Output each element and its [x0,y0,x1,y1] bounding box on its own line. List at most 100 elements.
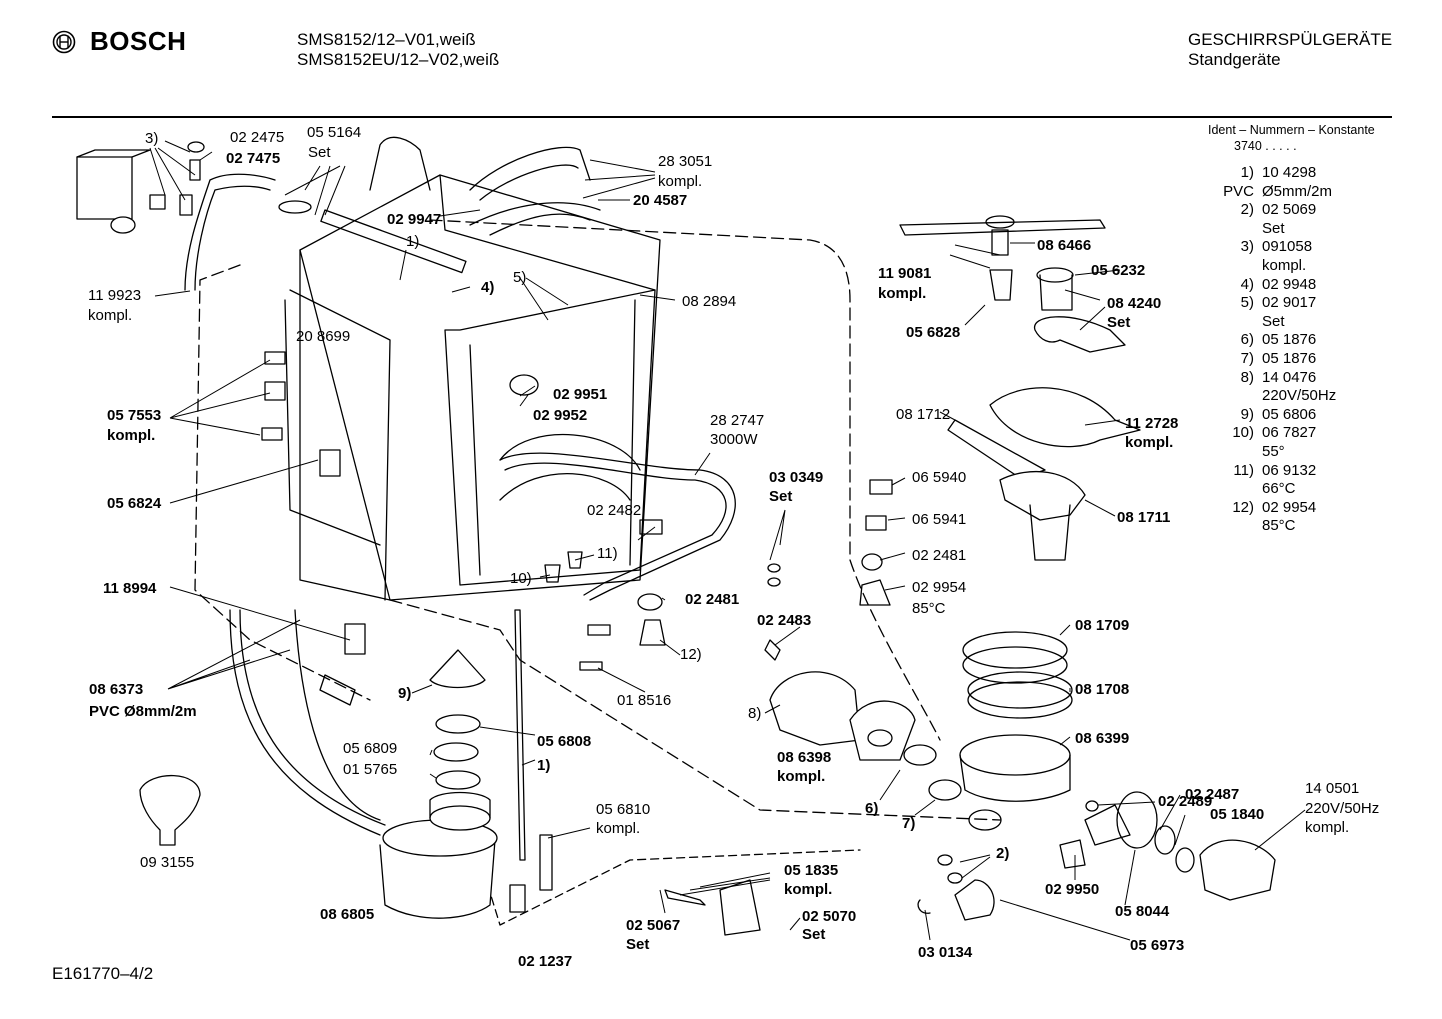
callout-081711: 08 1711 [1117,509,1170,526]
callout-055164: 05 5164 [307,124,361,141]
key-note-row: 6)05 1876 [1200,331,1336,350]
callout-025067: 02 5067 [626,917,680,934]
callout-3: 3) [145,130,158,147]
callout-056828: 05 6828 [906,324,960,341]
key-note-value: 05 6806 [1262,405,1317,423]
key-note-value: 66°C [1262,480,1296,498]
key-note-number: 4) [1240,275,1254,293]
key-note-value: 06 7827 [1262,424,1317,442]
key-note-row: 220V/50Hz [1200,387,1336,406]
callout-029951: 02 9951 [553,386,607,403]
callout-030349: 03 0349 [769,469,823,486]
callout-056973: 05 6973 [1130,937,1184,954]
callout-086398-kompl: kompl. [777,768,825,785]
callout-119081: 11 9081 [878,265,931,282]
key-note-row: kompl. [1200,257,1336,276]
key-note-row: 4) 02 9948 [1200,276,1336,295]
key-note-row: 12)02 9954 [1200,499,1336,518]
key-note-value: 10 4298 [1262,164,1317,181]
callout-057553: 05 7553 [107,407,161,424]
category-title: GESCHIRRSPÜLGERÄTE [1188,30,1393,49]
callout-084240: 08 4240 [1107,295,1161,312]
key-note-value: Set [1262,312,1285,330]
brand-name: BOSCH [90,26,187,56]
callout-025067-set: Set [626,936,649,953]
callout-015765: 01 5765 [343,761,397,778]
drawing-number: E161770–4/2 [52,964,154,983]
callout-086399: 08 6399 [1075,730,1129,747]
bosch-armature-icon [52,30,76,53]
callout-051835: 05 1835 [784,862,838,879]
callout-093155: 09 3155 [140,854,194,871]
callout-084240-set: Set [1107,314,1130,331]
callout-9: 9) [398,685,411,702]
key-note-row: 9) 05 6806 [1200,406,1336,425]
callout-119923-kompl: kompl. [88,307,132,324]
callout-056810-kompl: kompl. [596,820,640,837]
callout-3000w: 3000W [710,431,758,448]
callout-056808: 05 6808 [537,733,591,750]
key-note-row: 5)02 9017 [1200,294,1336,313]
key-note-number: 9) [1240,405,1254,423]
funnel [139,774,201,846]
key-note-value: 55° [1262,442,1285,460]
key-note-number: 1) [1240,164,1254,181]
key-note-number [1200,517,1262,536]
callout-022481a: 02 2481 [685,591,739,608]
tub-body [284,174,661,601]
key-note-row: 1) 10 4298 [1200,164,1336,183]
key-note-value: 06 9132 [1262,461,1317,479]
heater-element [499,452,736,601]
callout-4: 4) [481,279,494,296]
inlet-hose [184,173,276,291]
callout-1: 1) [406,233,419,250]
key-note-value: 220V/50Hz [1262,387,1337,405]
key-note-number [1200,313,1262,332]
key-note-row: 7) 05 1876 [1200,350,1336,369]
callout-282747: 28 2747 [710,412,764,429]
callout-2: 2) [996,845,1009,862]
key-note-number: 11) [1233,461,1254,479]
key-note-row: 11) 06 9132 [1200,462,1336,481]
callout-283051: 28 3051 [658,153,712,170]
key-note-number: 3) [1240,238,1254,256]
callout-112728: 11 2728 [1125,415,1178,432]
key-note-value: 02 9948 [1262,275,1317,293]
callout-022483: 02 2483 [757,612,811,629]
sump-pump [379,649,498,919]
callout-5: 5) [513,269,526,286]
key-note-row: 85°C [1200,517,1336,536]
key-note-row: 3) 091058 [1200,238,1336,257]
callout-086805: 08 6805 [320,906,374,923]
callout-283051-kompl: kompl. [658,173,702,190]
key-note-number: 10) [1232,424,1254,442]
key-note-number [1200,443,1262,462]
category-subtitle: Standgeräte [1188,50,1281,69]
key-note-value: 091058 [1262,238,1313,256]
callout-082894: 08 2894 [682,293,736,310]
callout-056810: 05 6810 [596,801,650,818]
ident-code: 3740 . . . . . [1234,139,1297,153]
key-note-number [1200,257,1262,276]
key-note-value: Ø5mm/2m [1262,182,1333,200]
callout-022482: 02 2482 [587,502,641,519]
filter-assembly [947,387,1141,802]
key-note-row: 10) 06 7827 [1200,424,1336,443]
callout-118994: 11 8994 [103,580,157,597]
key-note-number: 8) [1240,368,1254,386]
callout-140501-voltage: 220V/50Hz [1305,800,1379,817]
key-note-number: 7) [1240,349,1254,367]
callout-058044: 05 8044 [1115,903,1170,920]
key-note-value: 05 1876 [1262,349,1317,367]
callout-056824: 05 6824 [107,495,162,512]
key-note-row: 2)02 5069 [1200,201,1336,220]
callout-086398: 08 6398 [777,749,831,766]
callout-7: 7) [902,815,915,832]
drain-pump [954,791,1276,921]
callout-022475: 02 2475 [230,129,284,146]
key-note-number: 12) [1232,498,1254,516]
callout-022481b: 02 2481 [912,547,966,564]
callout-140501: 14 0501 [1305,780,1359,797]
key-note-number: 5) [1240,294,1254,312]
